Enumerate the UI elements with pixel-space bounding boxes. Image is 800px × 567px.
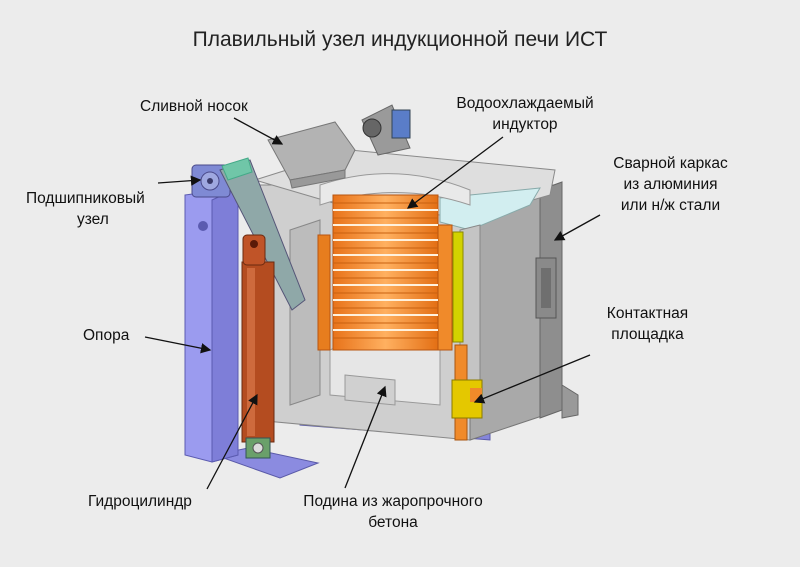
diagram-title: Плавильный узел индукционной печи ИСТ [192, 28, 608, 51]
label-hearth: Подина из жаропрочного бетона [303, 493, 483, 531]
contact-pad [451, 344, 483, 441]
hydraulic-cylinder [241, 234, 275, 459]
label-frame: Сварной каркас из алюминия или н/ж стали [613, 155, 728, 214]
support-column [184, 187, 239, 463]
pour-spout [267, 121, 356, 189]
tilt-mechanism [361, 104, 411, 156]
label-bearing: Подшипниковый узел [26, 190, 145, 228]
label-inductor: Водоохлаждаемый индуктор [456, 95, 594, 133]
label-contact-pad: Контактная площадка [606, 305, 689, 343]
label-spout: Сливной носок [140, 98, 248, 115]
label-support: Опора [83, 327, 130, 344]
crucible-lining [289, 173, 481, 406]
label-hydraulic-cylinder: Гидроцилиндр [88, 493, 192, 510]
leader-arrows [144, 117, 601, 490]
inductor-coil [317, 194, 464, 351]
